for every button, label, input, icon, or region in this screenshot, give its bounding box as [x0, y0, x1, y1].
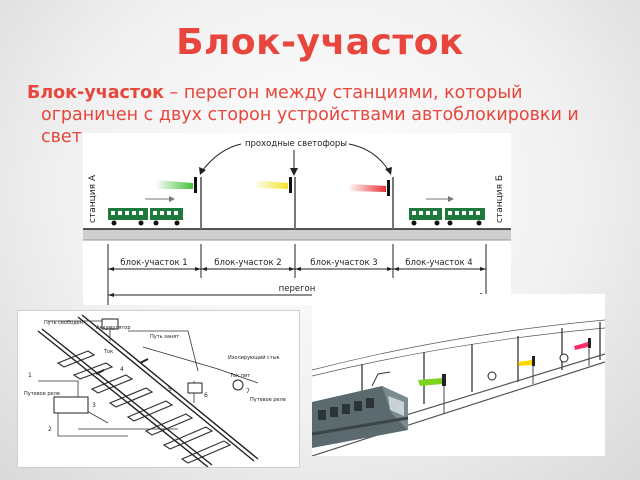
signal-3-red: [348, 177, 394, 229]
label-current-ref: Ток пит: [229, 373, 250, 379]
track-circuit-sketch: Путь свободен Аккумулятор Путь занят Пут…: [17, 310, 300, 468]
signals-label: проходные светофоры: [245, 139, 347, 149]
signal-red: [574, 338, 591, 366]
track-signs: [487, 353, 569, 381]
section-label-4: блок-участок 4: [405, 258, 472, 268]
number-7: 7: [246, 388, 250, 395]
station-a-label: станция А: [88, 174, 98, 223]
definition-line-3: свет: [41, 127, 82, 147]
number-4: 4: [120, 366, 124, 373]
relay-boxes: [53, 318, 203, 414]
number-1: 1: [28, 372, 32, 379]
section-label-3: блок-участок 3: [310, 258, 377, 268]
label-battery: Аккумулятор: [96, 325, 131, 331]
definition-term: Блок-участок: [27, 83, 164, 103]
train-left: [108, 196, 183, 226]
signal-2-yellow: [253, 177, 296, 229]
track-bed: [83, 229, 511, 240]
signals-arrow-right: [348, 143, 390, 172]
label-track-relay-right: Путевое реле: [250, 397, 286, 403]
catenary-wires: [311, 319, 606, 377]
signal-green: [418, 374, 446, 414]
haul-label: перегон: [279, 284, 316, 294]
section-label-1: блок-участок 1: [120, 258, 187, 268]
label-track-relay-left: Путевое реле: [24, 391, 60, 397]
insulated-joints: [95, 358, 149, 375]
station-b-label: станция Б: [495, 175, 505, 223]
label-track-busy: Путь занят: [150, 334, 179, 340]
number-2: 2: [48, 426, 52, 433]
definition-line-2: ограничен с двух сторон устройствами авт…: [41, 105, 579, 125]
definition-text: Блок-участок – перегон между станциями, …: [27, 82, 640, 148]
page-title: Блок-участок: [176, 22, 464, 63]
relay-coil: [232, 379, 244, 391]
signal-1-green: [155, 177, 202, 229]
number-6: 6: [204, 392, 208, 399]
block-section-diagram: станция А станция Б проходные светофоры: [83, 133, 511, 305]
electric-train: [311, 371, 409, 448]
label-track-free: Путь свободен: [44, 320, 83, 326]
rails: [37, 314, 259, 468]
label-current: Ток: [103, 349, 113, 355]
signal-yellow: [518, 356, 535, 384]
section-label-2: блок-участок 2: [214, 258, 281, 268]
signals-arrow-left: [201, 143, 242, 172]
train-right: [409, 196, 485, 226]
label-insulated-joint: Изолирующий стык: [228, 354, 280, 361]
train-signals-illustration: [311, 294, 606, 457]
sleepers: [56, 350, 232, 464]
definition-dash: – перегон между станциями, который: [163, 83, 523, 103]
number-5: 5: [168, 386, 172, 393]
number-3: 3: [92, 402, 96, 409]
